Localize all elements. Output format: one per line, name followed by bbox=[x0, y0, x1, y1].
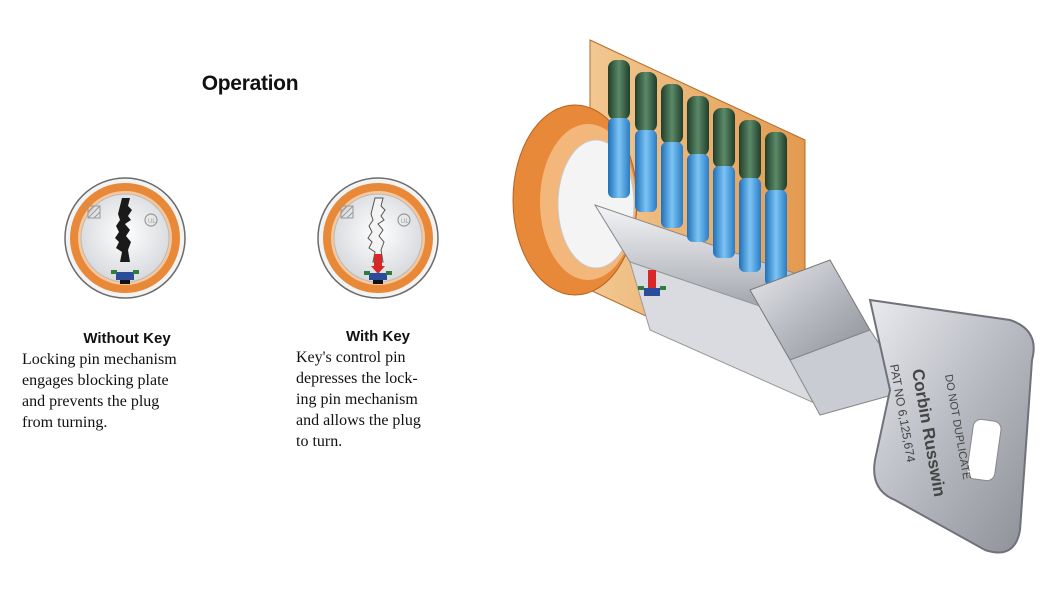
caption-line: and prevents the plug bbox=[22, 393, 160, 410]
caption-body: Locking pin mechanism engages blocking p… bbox=[22, 349, 237, 433]
caption-line: Key's control pin bbox=[296, 349, 406, 366]
caption-line: depresses the lock- bbox=[296, 370, 418, 387]
keyway-icon bbox=[115, 198, 132, 262]
cylinder-face-without-key: UL bbox=[50, 176, 200, 300]
pin-stacks bbox=[608, 60, 787, 286]
key: DO NOT DUPLICATE Corbin Russwin PAT NO 6… bbox=[749, 259, 1035, 554]
svg-text:UL: UL bbox=[148, 219, 156, 225]
key-hole-icon bbox=[966, 418, 1002, 482]
brand-mark-icon bbox=[87, 205, 101, 219]
pin-stack bbox=[608, 60, 630, 198]
pin-stack bbox=[739, 120, 761, 272]
lock-cylinder-cutaway: DO NOT DUPLICATE Corbin Russwin PAT NO 6… bbox=[500, 30, 1040, 570]
caption-line: ing pin mechanism bbox=[296, 391, 418, 408]
caption-line: Locking pin mechanism bbox=[22, 351, 177, 368]
caption-line: engages blocking plate bbox=[22, 372, 169, 389]
pin-stack bbox=[765, 132, 787, 286]
diagram-title: Operation bbox=[201, 72, 299, 95]
pin-stack bbox=[687, 96, 709, 242]
pin-stack bbox=[635, 72, 657, 212]
caption-with-key: With Key Key's control pin depresses the… bbox=[296, 328, 466, 452]
caption-body: Key's control pin depresses the lock- in… bbox=[296, 347, 466, 452]
pin-stack bbox=[713, 108, 735, 258]
caption-line: and allows the plug bbox=[296, 412, 421, 429]
brand-mark-icon bbox=[340, 205, 354, 219]
locking-pin-mechanism bbox=[638, 270, 666, 296]
ul-logo-icon: UL bbox=[144, 213, 158, 227]
cylinder-face-with-key: UL bbox=[303, 176, 453, 300]
locking-pin-icon bbox=[111, 270, 139, 284]
caption-heading: Without Key bbox=[83, 330, 171, 347]
svg-text:UL: UL bbox=[401, 219, 409, 225]
caption-heading: With Key bbox=[345, 328, 411, 345]
caption-line: to turn. bbox=[296, 433, 343, 450]
caption-line: from turning. bbox=[22, 414, 108, 431]
pin-stack bbox=[661, 84, 683, 228]
control-pin-icon bbox=[364, 254, 392, 284]
ul-logo-icon: UL bbox=[397, 213, 411, 227]
caption-without-key: Without Key Locking pin mechanism engage… bbox=[22, 330, 237, 433]
